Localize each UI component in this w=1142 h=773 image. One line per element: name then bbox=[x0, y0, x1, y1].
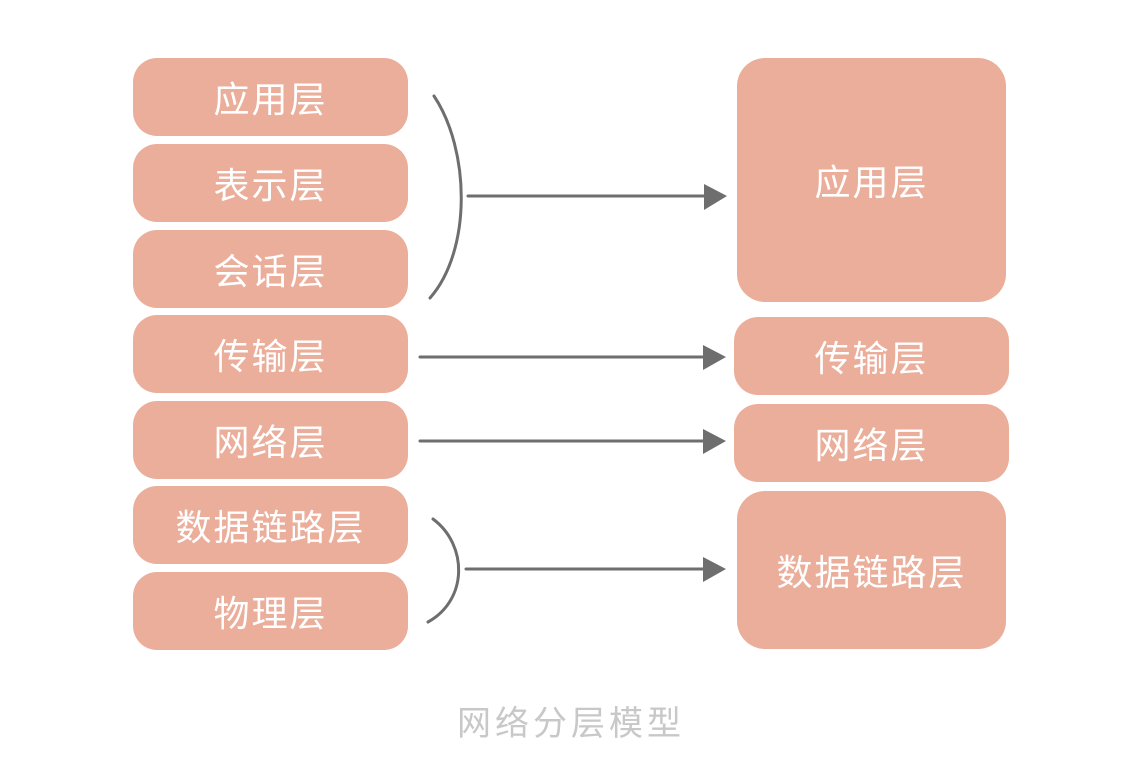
right-layer-label: 应用层 bbox=[814, 163, 929, 204]
arrow-head-application bbox=[704, 184, 727, 210]
right-layer-transport: 传输层 bbox=[734, 317, 1009, 395]
left-layer-session: 会话层 bbox=[133, 230, 408, 308]
left-layer-physical: 物理层 bbox=[133, 572, 408, 650]
diagram-caption: 网络分层模型 bbox=[457, 704, 685, 744]
right-layer-application: 应用层 bbox=[737, 58, 1006, 302]
right-layer-label: 数据链路层 bbox=[776, 553, 967, 594]
right-layer-data-link: 数据链路层 bbox=[737, 491, 1006, 649]
arrow-head-data-link bbox=[703, 557, 726, 582]
left-layer-label: 表示层 bbox=[213, 166, 328, 207]
left-layer-label: 物理层 bbox=[213, 594, 328, 635]
bracket-lower bbox=[426, 517, 461, 624]
left-layer-transport: 传输层 bbox=[133, 315, 408, 393]
left-layer-label: 网络层 bbox=[213, 423, 328, 464]
left-layer-label: 应用层 bbox=[213, 80, 328, 121]
arrow-head-network bbox=[703, 429, 726, 454]
left-layer-label: 会话层 bbox=[213, 252, 328, 293]
left-layer-presentation: 表示层 bbox=[133, 144, 408, 222]
right-layer-label: 网络层 bbox=[814, 426, 929, 467]
right-layer-label: 传输层 bbox=[814, 339, 929, 380]
right-layer-network: 网络层 bbox=[734, 404, 1009, 482]
left-layer-label: 数据链路层 bbox=[175, 508, 366, 549]
left-layer-label: 传输层 bbox=[213, 337, 328, 378]
left-layer-network: 网络层 bbox=[133, 401, 408, 479]
left-layer-data-link: 数据链路层 bbox=[133, 486, 408, 564]
bracket-upper bbox=[428, 94, 463, 300]
arrow-head-transport bbox=[703, 345, 726, 370]
left-layer-application: 应用层 bbox=[133, 58, 408, 136]
